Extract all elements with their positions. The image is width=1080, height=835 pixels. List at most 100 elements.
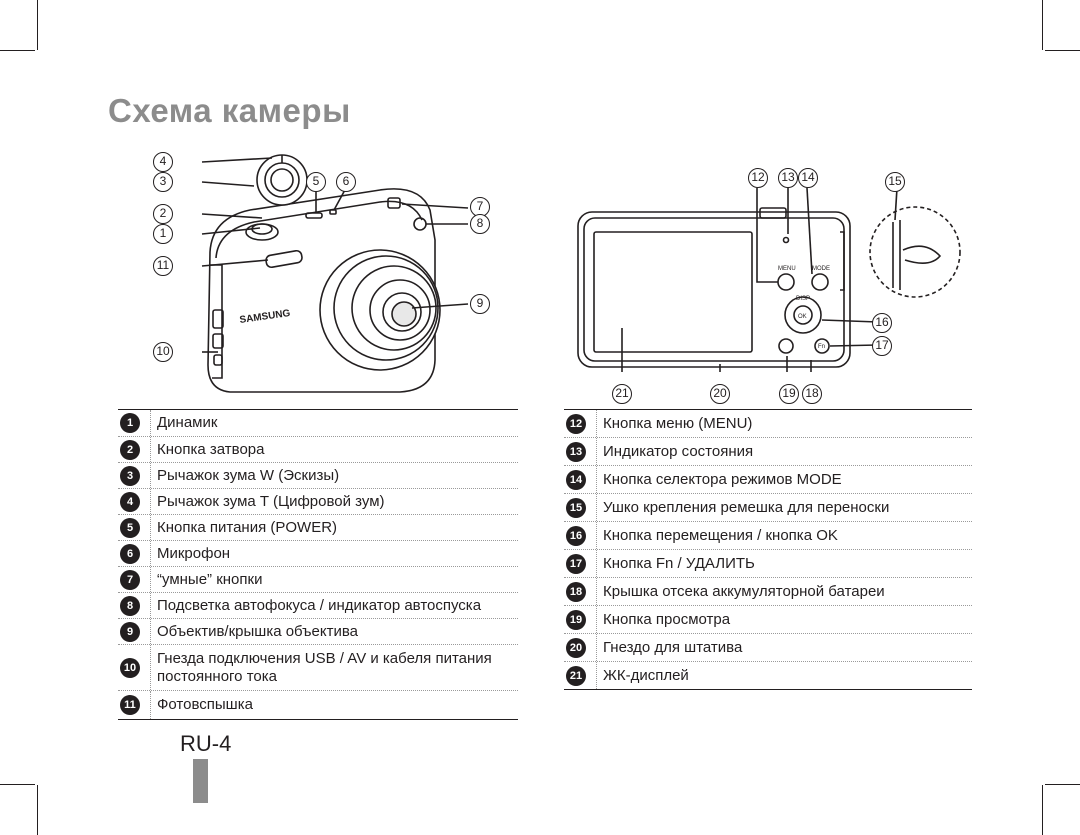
- callout-8: 8: [470, 214, 490, 234]
- legend-row: 16 Кнопка перемещения / кнопка OK: [564, 522, 972, 550]
- legend-text: “умные” кнопки: [157, 570, 263, 588]
- ok-label: OK: [798, 314, 807, 320]
- legend-number: 13: [566, 441, 586, 462]
- legend-row: 11 Фотовспышка: [118, 691, 518, 719]
- legend-text: Микрофон: [157, 544, 231, 562]
- crop-mark: [0, 50, 35, 51]
- legend-text: Фотовспышка: [157, 696, 253, 713]
- fn-label: Fn: [818, 344, 825, 350]
- legend-number: 5: [120, 517, 140, 538]
- callout-9: 9: [470, 294, 490, 314]
- legend-number: 10: [120, 657, 140, 678]
- legend-row: 5 Кнопка питания (POWER): [118, 515, 518, 541]
- legend-number: 4: [120, 491, 140, 512]
- legend-number: 19: [566, 609, 586, 630]
- legend-row: 13 Индикатор состояния: [564, 438, 972, 466]
- legend-number: 17: [566, 553, 586, 574]
- callout-10: 10: [153, 342, 173, 362]
- disp-label: DISP: [796, 296, 810, 302]
- legend-number: 8: [120, 595, 140, 616]
- legend-row: 3 Рычажок зума W (Эскизы): [118, 463, 518, 489]
- callout-3: 3: [153, 172, 173, 192]
- legend-text: Индикатор состояния: [603, 442, 754, 460]
- legend-row: 19 Кнопка просмотра: [564, 606, 972, 634]
- page-title: Схема камеры: [108, 92, 351, 129]
- crop-mark: [0, 784, 35, 785]
- legend-row: 12 Кнопка меню (MENU): [564, 410, 972, 438]
- callout-16: 16: [872, 313, 892, 333]
- legend-number: 14: [566, 469, 586, 490]
- legend-row: 15 Ушко крепления ремешка для переноски: [564, 494, 972, 522]
- legend-number: 18: [566, 581, 586, 602]
- legend-row: 21 ЖК-дисплей: [564, 662, 972, 689]
- callout-20: 20: [710, 384, 730, 404]
- menu-label: MENU: [778, 266, 796, 272]
- legend-row: 6 Микрофон: [118, 541, 518, 567]
- legend-row: 18 Крышка отсека аккумуляторной батареи: [564, 578, 972, 606]
- callout-17: 17: [872, 336, 892, 356]
- legend-left: 1 Динамик 2 Кнопка затвора 3 Рычажок зум…: [118, 409, 518, 720]
- legend-number: 12: [566, 413, 586, 434]
- legend-text: Кнопка меню (MENU): [603, 414, 753, 432]
- legend-text: Кнопка Fn / УДАЛИТЬ: [603, 554, 755, 572]
- legend-number: 1: [120, 413, 140, 433]
- callout-6: 6: [336, 172, 356, 192]
- legend-number: 21: [566, 665, 586, 686]
- callout-13: 13: [778, 168, 798, 188]
- legend-number: 6: [120, 543, 140, 564]
- page-number: RU-4: [180, 731, 232, 756]
- callout-4: 4: [153, 152, 173, 172]
- mode-label: MODE: [812, 266, 830, 272]
- crop-mark: [1042, 0, 1043, 50]
- legend-text: Кнопка питания (POWER): [157, 518, 338, 536]
- callout-14: 14: [798, 168, 818, 188]
- legend-number: 15: [566, 497, 586, 518]
- crop-mark: [1045, 784, 1080, 785]
- legend-text: Кнопка просмотра: [603, 610, 731, 628]
- legend-text: Гнездо для штатива: [603, 638, 743, 656]
- camera-back-illustration: MENU MODE DISP OK Fn: [577, 187, 961, 372]
- legend-number: 7: [120, 569, 140, 590]
- legend-row: 20 Гнездо для штатива: [564, 634, 972, 662]
- legend-number: 20: [566, 637, 586, 658]
- legend-number: 3: [120, 465, 140, 486]
- crop-mark: [1042, 785, 1043, 835]
- legend-text: Объектив/крышка объектива: [157, 622, 358, 640]
- legend-right: 12 Кнопка меню (MENU) 13 Индикатор состо…: [564, 409, 972, 690]
- section-tab: [193, 759, 208, 803]
- legend-number: 9: [120, 621, 140, 642]
- legend-row: 4 Рычажок зума T (Цифровой зум): [118, 489, 518, 515]
- legend-text: Рычажок зума W (Эскизы): [157, 466, 340, 484]
- legend-row: 14 Кнопка селектора режимов MODE: [564, 466, 972, 494]
- legend-number: 2: [120, 439, 140, 460]
- camera-front-illustration: SAMSUNG: [201, 154, 469, 393]
- callout-2: 2: [153, 204, 173, 224]
- legend-row: 7 “умные” кнопки: [118, 567, 518, 593]
- crop-mark: [1045, 50, 1080, 51]
- callout-18: 18: [802, 384, 822, 404]
- callout-12: 12: [748, 168, 768, 188]
- callout-19: 19: [779, 384, 799, 404]
- legend-text: Ушко крепления ремешка для переноски: [603, 498, 890, 516]
- legend-row: 17 Кнопка Fn / УДАЛИТЬ: [564, 550, 972, 578]
- legend-row: 10 Гнезда подключения USB / AV и кабеля …: [118, 645, 518, 691]
- legend-text: Рычажок зума T (Цифровой зум): [157, 492, 385, 510]
- legend-text: Гнезда подключения USB / AV и кабеля пит…: [157, 649, 492, 685]
- legend-row: 8 Подсветка автофокуса / индикатор автос…: [118, 593, 518, 619]
- crop-mark: [37, 0, 38, 50]
- legend-text: Кнопка селектора режимов MODE: [603, 470, 842, 488]
- crop-mark: [37, 785, 38, 835]
- legend-text: Кнопка перемещения / кнопка OK: [603, 526, 838, 544]
- legend-number: 11: [120, 695, 140, 715]
- legend-text: Кнопка затвора: [157, 440, 265, 458]
- callout-1: 1: [153, 224, 173, 244]
- callout-15: 15: [885, 172, 905, 192]
- legend-number: 16: [566, 525, 586, 546]
- legend-text: ЖК-дисплей: [603, 666, 689, 684]
- legend-row: 2 Кнопка затвора: [118, 437, 518, 463]
- legend-text: Подсветка автофокуса / индикатор автоспу…: [157, 596, 482, 614]
- legend-text: Крышка отсека аккумуляторной батареи: [603, 582, 885, 600]
- callout-11: 11: [153, 256, 173, 276]
- legend-row: 1 Динамик: [118, 410, 518, 437]
- legend-row: 9 Объектив/крышка объектива: [118, 619, 518, 645]
